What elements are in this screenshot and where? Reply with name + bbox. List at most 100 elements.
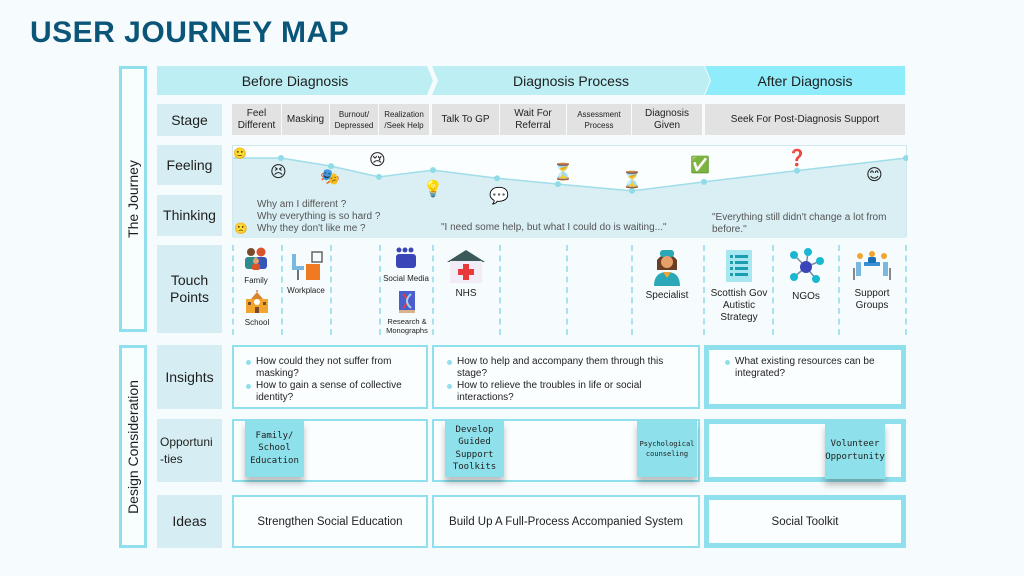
- insight-item: How to relieve the troubles in life or s…: [447, 380, 695, 404]
- scale-happy-icon: 🙂: [233, 148, 247, 160]
- hospital-icon: [447, 250, 485, 283]
- row-label-thinking: Thinking: [157, 195, 222, 236]
- insights-process-list: How to help and accompany them through t…: [447, 356, 695, 404]
- emotion-point: [328, 163, 334, 170]
- touchpoint-label: NGOs: [792, 291, 820, 302]
- touchpoint-research: Research & Monographs: [381, 290, 433, 335]
- meeting-icon: [853, 251, 891, 280]
- emotion-point: [794, 167, 800, 174]
- emotion-emoji-icon: 😣: [270, 164, 287, 181]
- emotion-emoji-icon: 💬: [489, 188, 509, 205]
- phase-label: After Diagnosis: [757, 72, 853, 89]
- stage-burnout: Burnout/ Depressed: [330, 104, 378, 135]
- emotion-emoji-icon: ⏳: [553, 164, 573, 181]
- touchpoint-scottish-gov: Scottish Gov Autistic Strategy: [708, 248, 770, 324]
- emotion-point: [629, 187, 635, 194]
- touchpoint-label: School: [244, 318, 270, 327]
- stage-assessment: Assessment Process: [567, 104, 631, 135]
- touchpoint-label: Specialist: [645, 290, 689, 301]
- row-label-stage: Stage: [157, 104, 222, 136]
- emotion-point: [494, 175, 500, 182]
- row-label-ideas: Ideas: [157, 495, 222, 548]
- section-journey-label: The Journey: [125, 160, 142, 238]
- insights-after-box: [704, 345, 906, 409]
- idea-after: Social Toolkit: [771, 515, 839, 528]
- touchpoint-label: Family: [244, 276, 268, 285]
- phase-before-diagnosis: Before Diagnosis: [157, 66, 433, 95]
- family-icon: [245, 247, 267, 270]
- sticky-volunteer-opportunity: Volunteer Opportunity: [825, 422, 885, 479]
- emotion-point: [376, 173, 382, 180]
- touchpoint-label: Social Media: [383, 274, 429, 283]
- touchpoint-nhs: NHS: [442, 248, 490, 300]
- ideas-process-box: [432, 495, 700, 548]
- divider: [281, 245, 283, 335]
- stage-realization: Realization /Seek Help: [379, 104, 429, 135]
- emotion-emoji-icon: ✅: [690, 157, 710, 174]
- touchpoint-label: Research & Monographs: [386, 317, 428, 335]
- social-media-icon: [396, 247, 416, 268]
- emotion-curve: [233, 155, 908, 238]
- touchpoint-label: Scottish Gov Autistic Strategy: [710, 288, 768, 323]
- stage-masking: Masking: [282, 104, 329, 135]
- thought-line: Why am I different ?: [257, 199, 347, 210]
- row-label-feeling: Feeling: [157, 145, 222, 185]
- emotion-point: [701, 178, 707, 185]
- phase-after-diagnosis: After Diagnosis: [705, 66, 905, 95]
- workplace-icon: [292, 251, 323, 280]
- touchpoint-workplace: Workplace: [284, 250, 328, 296]
- touchpoint-label: NHS: [455, 288, 477, 299]
- scale-sad-icon: 🙁: [234, 223, 248, 235]
- divider: [631, 245, 633, 335]
- touchpoint-label: Support Groups: [854, 288, 890, 311]
- thought-before: Why am I different ? Why everything is s…: [257, 199, 380, 235]
- phase-label: Before Diagnosis: [241, 72, 349, 89]
- divider: [703, 245, 705, 335]
- emotion-point: [903, 155, 908, 161]
- insights-before-box: [232, 345, 428, 409]
- document-list-icon: [726, 250, 752, 282]
- touchpoint-label: Workplace: [287, 286, 325, 295]
- insight-item: How to gain a sense of collective identi…: [246, 380, 424, 404]
- divider: [772, 245, 774, 335]
- stage-diagnosis-given: Diagnosis Given: [632, 104, 702, 135]
- emotion-emoji-icon: 🎭: [320, 169, 340, 186]
- stage-talk-to-gp: Talk To GP: [432, 104, 499, 135]
- emotion-point: [278, 155, 284, 161]
- divider: [330, 245, 332, 335]
- touchpoint-specialist: Specialist: [640, 248, 694, 302]
- thought-line: Why they don't like me ?: [257, 223, 366, 234]
- stage-feel-different: Feel Different: [232, 104, 281, 135]
- research-book-icon: [399, 291, 415, 313]
- thought-process: "I need some help, but what I could do i…: [441, 222, 667, 233]
- divider: [566, 245, 568, 335]
- divider: [499, 245, 501, 335]
- emotion-curve-panel: [232, 145, 908, 238]
- row-label-touch-points: Touch Points: [157, 245, 222, 333]
- thought-after: "Everything still didn't change a lot fr…: [712, 212, 887, 235]
- insight-item: What existing resources can be integrate…: [725, 356, 895, 380]
- emotion-point: [555, 181, 561, 188]
- divider: [232, 245, 234, 335]
- insight-item: How could they not suffer from masking?: [246, 356, 424, 380]
- touchpoint-ngos: NGOs: [780, 247, 832, 303]
- touchpoint-support-groups: Support Groups: [844, 250, 900, 312]
- doctor-icon: [654, 250, 680, 286]
- ideas-after-box: [704, 495, 906, 548]
- sticky-psychological-counseling: Psychological counseling: [637, 420, 697, 477]
- divider: [379, 245, 381, 335]
- phase-diagnosis-process: Diagnosis Process: [432, 66, 710, 95]
- emotion-emoji-icon: 💡: [423, 181, 443, 198]
- insights-before-list: How could they not suffer from masking? …: [246, 356, 424, 404]
- insights-after-list: What existing resources can be integrate…: [725, 356, 895, 380]
- section-design-label: Design Consideration: [125, 379, 142, 514]
- touchpoint-school: School: [242, 290, 272, 328]
- emotion-point: [430, 167, 436, 174]
- emotion-emoji-icon: 😊: [866, 167, 883, 184]
- row-label-opportunities: Opportuni -ties: [157, 419, 222, 482]
- section-journey: The Journey: [119, 66, 147, 332]
- insight-item: How to help and accompany them through t…: [447, 356, 695, 380]
- network-icon: [790, 248, 824, 283]
- section-design: Design Consideration: [119, 345, 147, 548]
- ideas-before-box: [232, 495, 428, 548]
